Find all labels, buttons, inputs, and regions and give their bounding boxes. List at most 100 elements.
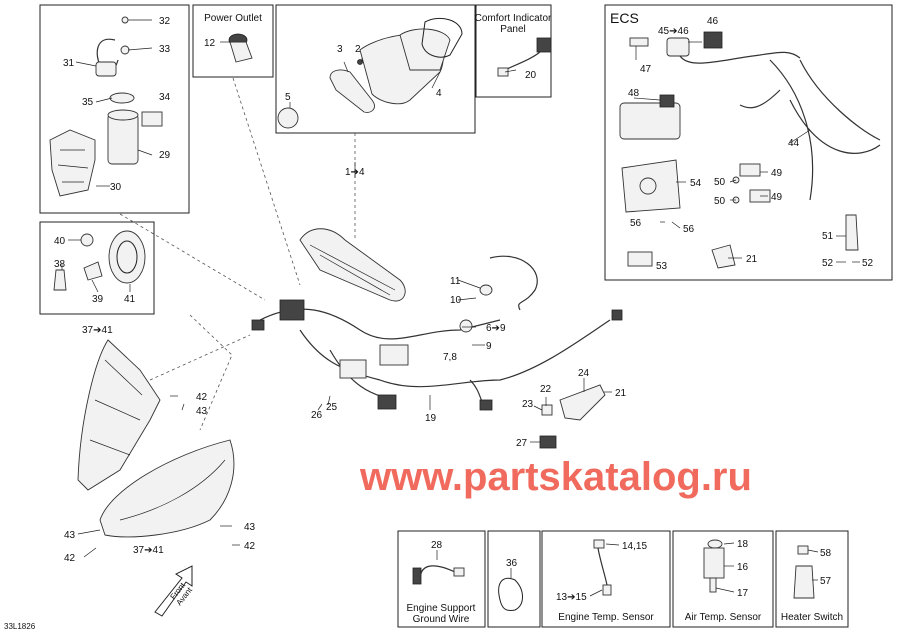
callout-35: 35 [82,97,94,108]
main-wiring-harness [251,255,623,411]
callout-27: 27 [516,438,528,449]
comfort-indicator-part [497,37,552,77]
heater-switch-title: Heater Switch [781,612,843,623]
box-battery-holder [39,4,190,214]
callout-43-top: 43 [196,406,208,417]
ref-line-outlet [232,77,301,286]
engine-support-title-line1: Engine Support [407,603,476,614]
ref-line-battery [119,213,266,301]
callout-38: 38 [54,259,66,270]
battery-holder-parts [49,16,163,197]
callout-34: 34 [159,92,171,103]
box-gauge [275,4,476,134]
callout-37-41-top: 37➔41 [82,325,113,336]
bracket-group [539,384,606,449]
callout-42-top: 42 [196,392,208,403]
callout-48: 48 [628,88,640,99]
box-ecs [604,4,893,281]
callout-30: 30 [110,182,122,193]
callout-4: 4 [436,88,442,99]
callout-36: 36 [506,558,518,569]
callout-33: 33 [159,44,171,55]
callout-14-15: 14,15 [622,541,647,552]
callout-20: 20 [525,70,537,81]
callout-50-top: 50 [714,177,726,188]
callout-28: 28 [431,540,443,551]
callout-10: 10 [450,295,462,306]
callout-42-left: 42 [64,553,76,564]
box-heater-switch [775,530,849,628]
callout-45-46: 45➔46 [658,26,689,37]
callout-46: 46 [707,16,719,27]
front-direction-arrow: Front Avant [154,565,195,617]
callout-12: 12 [204,38,216,49]
callout-labels: 32 33 31 35 34 29 30 12 3 2 5 4 20 45➔46… [54,16,874,603]
callout-23: 23 [522,399,534,410]
box-engine-temp [541,530,671,628]
callout-5: 5 [285,92,291,103]
callout-52-right: 52 [862,258,874,269]
power-outlet-title: Power Outlet [204,13,262,24]
callout-53: 53 [656,261,668,272]
callout-24: 24 [578,368,590,379]
callout-25: 25 [326,402,338,413]
callout-1-4: 1➔4 [345,167,365,178]
diagram-code: 33L1826 [4,622,36,631]
callout-43-left: 43 [64,530,76,541]
main-gauge [299,228,406,302]
callout-3: 3 [337,44,343,55]
callout-50-bottom: 50 [714,196,726,207]
callout-21-ecs: 21 [746,254,758,265]
bottom-box-parts [412,539,815,611]
callout-41: 41 [124,294,136,305]
callout-44: 44 [788,138,800,149]
callout-19: 19 [425,413,437,424]
ecs-parts [619,31,881,269]
callout-43-right: 43 [244,522,256,533]
callout-37-41-bottom: 37➔41 [133,545,164,556]
callout-49-bottom: 49 [771,192,783,203]
callout-31: 31 [63,58,75,69]
callout-29: 29 [159,150,171,161]
callout-54: 54 [690,178,702,189]
box-engine-support [397,530,486,628]
callout-47: 47 [640,64,652,75]
headlight-parts [53,230,146,291]
callout-18: 18 [737,539,749,550]
callout-39: 39 [92,294,104,305]
callout-2: 2 [355,44,361,55]
callout-49-top: 49 [771,168,783,179]
callout-26: 26 [311,410,323,421]
callout-7-8: 7,8 [443,352,457,363]
callout-6-9: 6➔9 [486,323,506,334]
comfort-indicator-title-line2: Panel [500,24,526,35]
ecs-title: ECS [610,10,639,26]
headlight-assembly-lower [99,439,235,538]
air-temp-title: Air Temp. Sensor [685,612,762,623]
callout-21: 21 [615,388,627,399]
callout-17: 17 [737,588,749,599]
callout-58: 58 [820,548,832,559]
callout-42-right: 42 [244,541,256,552]
engine-support-title-line2: Ground Wire [413,614,470,625]
callout-9: 9 [486,341,492,352]
power-outlet-part [228,33,253,63]
callout-13-15: 13➔15 [556,592,587,603]
callout-leaders [61,19,860,597]
callout-57: 57 [820,576,832,587]
ref-line-headlight-2 [149,334,251,381]
callout-51: 51 [822,231,834,242]
callout-52-left: 52 [822,258,834,269]
comfort-indicator-title-line1: Comfort Indicator [475,13,552,24]
callout-16: 16 [737,562,749,573]
watermark: www.partskatalog.ru [359,455,752,499]
ref-line-headlight [189,314,233,431]
box-headlight-parts [39,221,155,315]
callout-40: 40 [54,236,66,247]
callout-22: 22 [540,384,552,395]
callout-56-left: 56 [630,218,642,229]
gauge-parts [277,18,463,129]
box-part-36 [487,530,541,628]
